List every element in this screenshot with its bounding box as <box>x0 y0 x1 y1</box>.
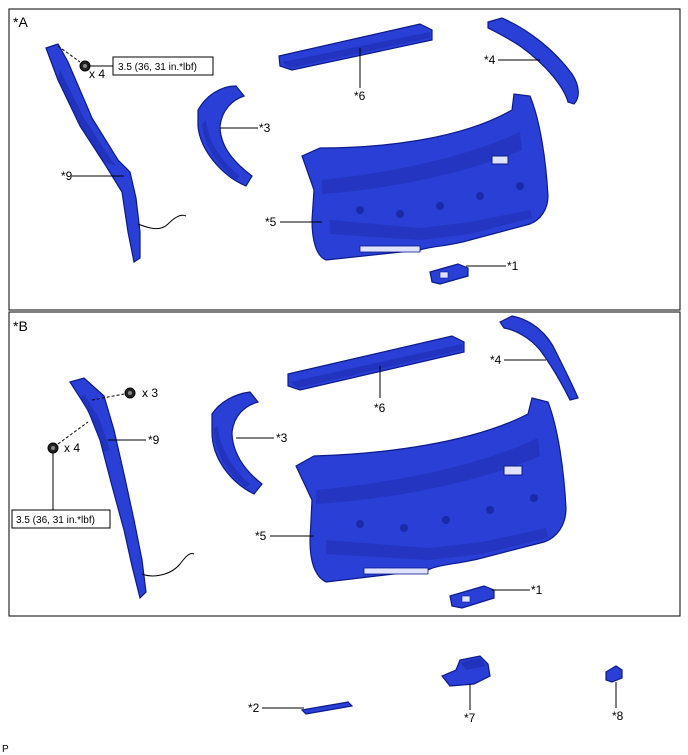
panel-a-part-9 <box>45 43 187 263</box>
panel-a-label-9: *9 <box>61 169 73 183</box>
panel-a-part-4 <box>487 17 579 105</box>
panel-a-torque-value: 3.5 (36, 31 in.*lbf) <box>118 62 197 73</box>
panel-b-part-5 <box>295 397 567 583</box>
panel-b-label-4: *4 <box>490 353 502 367</box>
panel-a-label-6: *6 <box>354 89 366 103</box>
panel-a-tag: *A <box>13 14 28 30</box>
loose-label-2: *2 <box>248 701 260 715</box>
panel-b-label-6: *6 <box>374 401 386 415</box>
panel-b-part-9 <box>69 377 195 600</box>
panel-b-torque-value: 3.5 (36, 31 in.*lbf) <box>16 515 95 526</box>
panel-b-bolt-icon <box>47 442 59 454</box>
panel-b-frame <box>8 311 681 617</box>
panel-b-label-5: *5 <box>255 529 267 543</box>
panel-b-label-9: *9 <box>148 433 160 447</box>
panel-b-tag: *B <box>13 318 28 334</box>
panel-a-label-4: *4 <box>484 53 496 67</box>
loose-part-8 <box>605 665 623 683</box>
panel-a-label-5: *5 <box>265 215 277 229</box>
loose-label-8: *8 <box>612 709 624 723</box>
panel-b-clip-qty: x 3 <box>142 386 158 400</box>
panel-a-frame <box>8 8 681 311</box>
panel-b-part-6 <box>287 335 465 391</box>
panel-b-clip-icon <box>124 387 136 399</box>
panel-a-label-1: *1 <box>507 259 519 273</box>
panel-b-bolt-qty: x 4 <box>64 441 80 455</box>
footer-tag: P <box>2 744 9 755</box>
panel-a-part-1 <box>429 263 469 285</box>
panel-a-bolt-icon <box>79 60 91 72</box>
panel-b-label-3: *3 <box>276 431 288 445</box>
panel-b-label-1: *1 <box>531 583 543 597</box>
loose-label-7: *7 <box>464 711 476 725</box>
loose-part-7 <box>441 655 491 687</box>
panel-b-torque-box <box>11 509 111 529</box>
panel-a-part-3 <box>197 85 253 187</box>
panel-b-part-1 <box>449 585 495 609</box>
panel-b-part-3 <box>211 391 263 495</box>
loose-part-2 <box>300 701 354 715</box>
panel-a-part-6 <box>278 23 433 71</box>
panel-b-part-4 <box>499 315 579 401</box>
panel-a-label-3: *3 <box>259 121 271 135</box>
panel-a-part-5 <box>301 93 549 261</box>
panel-a-bolt-qty: x 4 <box>89 67 105 81</box>
